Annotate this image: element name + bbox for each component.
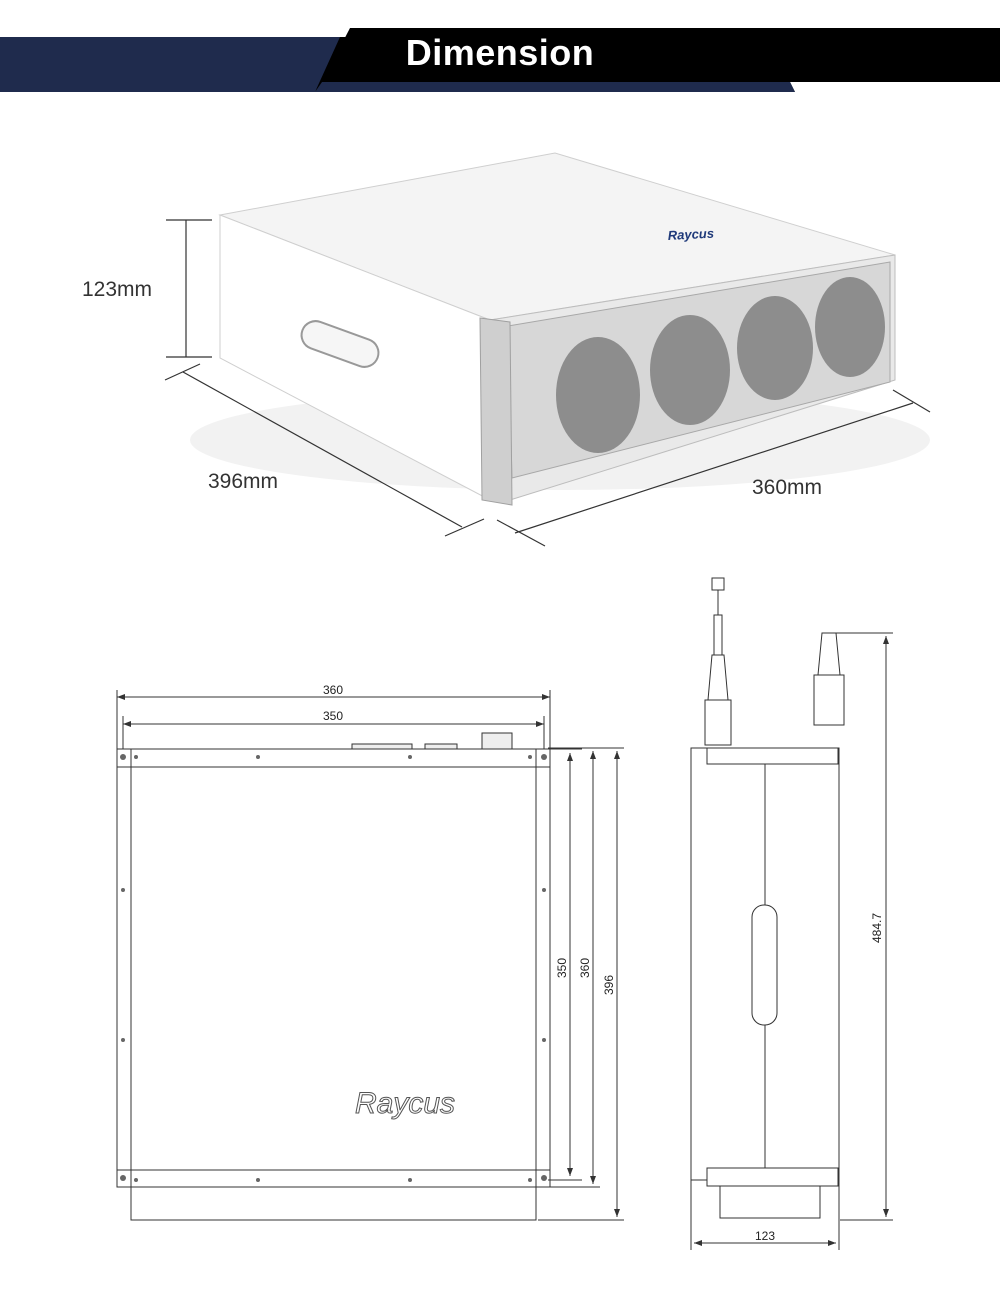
page-title: Dimension [405, 32, 595, 73]
front-inner-width-dim: 350 [323, 709, 343, 723]
side-height-dim: 484.7 [870, 913, 884, 943]
product-illustration: Raycus [164, 152, 931, 547]
front-outer-width-dim: 360 [323, 683, 343, 697]
front-height-360-dim: 360 [578, 958, 592, 978]
front-view-drawing: 360 350 350 360 396 Raycus [116, 683, 624, 1221]
height-dimension-label: 123mm [82, 278, 153, 301]
depth-dimension-label: 396mm [208, 470, 279, 493]
front-height-396-dim: 396 [602, 975, 616, 995]
front-brand-logo: Raycus [355, 1087, 455, 1120]
header-banner [0, 28, 1000, 92]
fan-grille [556, 277, 885, 453]
side-view-drawing: 484.7 123 [690, 577, 893, 1250]
width-dimension-label: 360mm [752, 476, 823, 499]
lid-brand-logo: Raycus [667, 226, 714, 243]
side-width-dim: 123 [755, 1229, 775, 1243]
front-height-350-dim: 350 [555, 958, 569, 978]
